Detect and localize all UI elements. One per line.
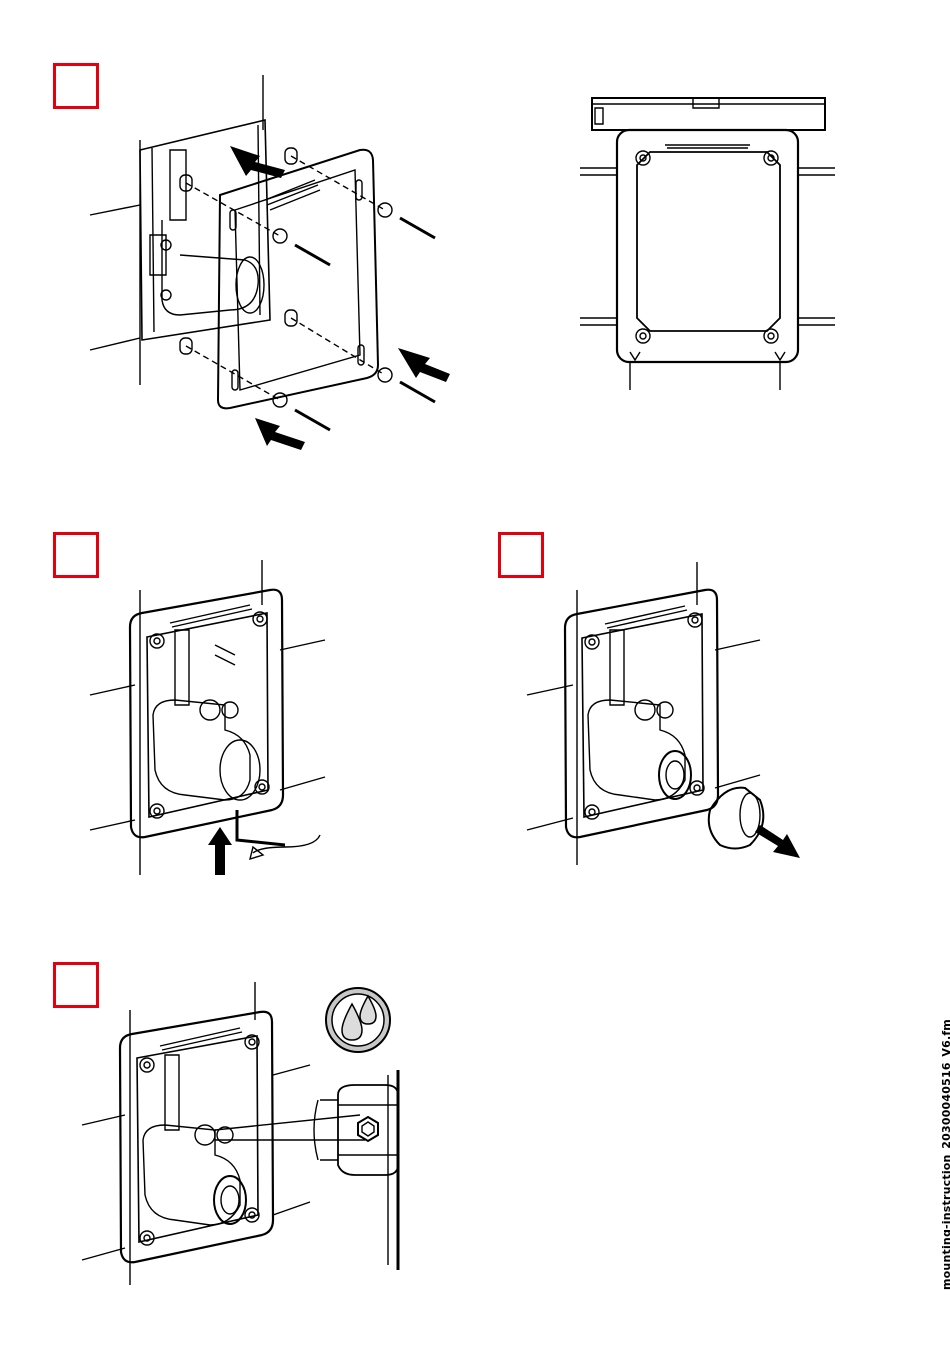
footer-filename: mounting-instruction_20300040516_V6.fm bbox=[940, 1019, 950, 1290]
water-drops-icon bbox=[326, 988, 390, 1052]
spirit-level-illustration bbox=[575, 90, 845, 400]
allen-key-illustration bbox=[85, 555, 345, 885]
frame-assembly-illustration bbox=[80, 70, 470, 460]
cap-removal-illustration bbox=[525, 560, 815, 870]
water-check-illustration bbox=[80, 980, 420, 1290]
